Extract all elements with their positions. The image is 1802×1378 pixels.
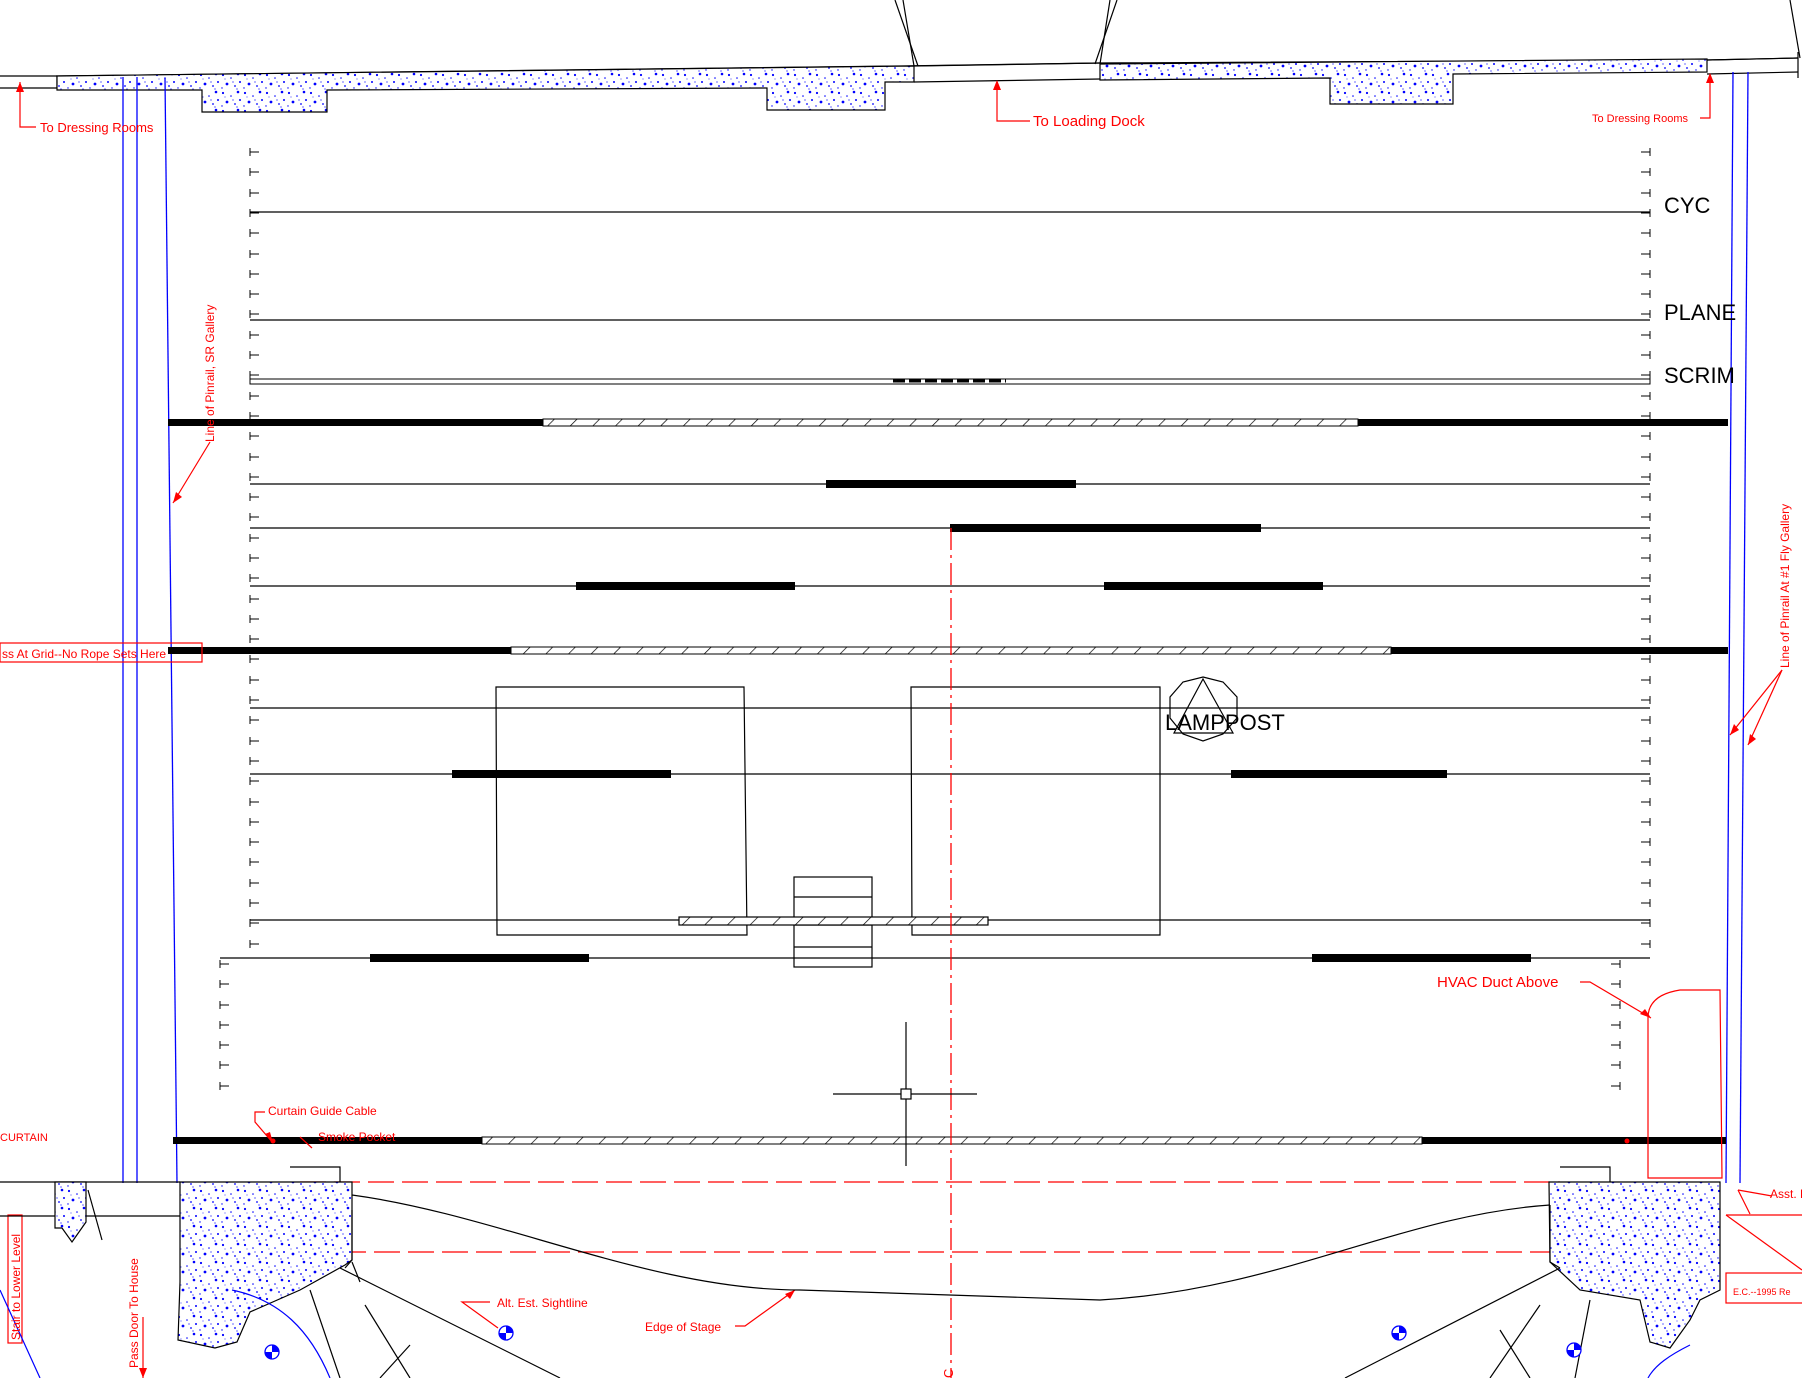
centerline-mark: C [941, 1369, 956, 1378]
lineset-tick-marks [219, 148, 1651, 1090]
scrim-pipe [249, 378, 1651, 385]
annotation-leaders [0, 75, 1802, 1378]
note-edge-of-stage: Edge of Stage [645, 1320, 721, 1334]
annotation-arrowheads [16, 73, 1756, 1378]
scrim-label: SCRIM [1664, 363, 1735, 388]
note-to-loading-dock: To Loading Dock [1033, 113, 1145, 130]
note-alt-sightline: Alt. Est. Sightline [497, 1296, 588, 1310]
note-pass-door: Pass Door To House [127, 1258, 141, 1368]
note-pinrail-sr: Line of Pinrail, SR Gallery [203, 305, 217, 442]
note-curtain: CURTAIN [0, 1132, 48, 1144]
note-pass-at-grid: ss At Grid--No Rope Sets Here [2, 647, 166, 661]
blue-sightline-curves [0, 1289, 1691, 1378]
note-ec: E.C.--1995 Re [1733, 1287, 1791, 1297]
note-to-dressing-rooms-right: To Dressing Rooms [1592, 113, 1688, 125]
cyc-label: CYC [1664, 193, 1711, 218]
side-wall-lines [122, 71, 1749, 1184]
short-masking-pieces [370, 480, 1531, 962]
note-hvac: HVAC Duct Above [1437, 974, 1558, 991]
lamppost-label: LAMPPOST [1165, 710, 1285, 735]
edge-of-stage [309, 1194, 1591, 1378]
lamppost-symbol [1169, 676, 1238, 742]
note-smoke-pocket: Smoke Pocket [318, 1130, 396, 1144]
thin-pipe-lines [220, 211, 1650, 959]
loading-door-leaves [894, 0, 1801, 67]
plane-label: PLANE [1664, 300, 1736, 325]
crosshair-cursor [833, 1022, 977, 1166]
note-stair-lower-level: Stair to Lower Level [9, 1234, 23, 1340]
upstage-wall [0, 52, 1799, 113]
note-pinrail-fly: Line of Pinrail At #1 Fly Gallery [1778, 504, 1792, 668]
note-to-dressing-rooms-left: To Dressing Rooms [40, 120, 154, 135]
sightline-markers [264, 1325, 1582, 1360]
note-curtain-guide-cable: Curtain Guide Cable [268, 1104, 377, 1118]
proscenium-dashes [300, 1181, 1560, 1253]
note-asst-equip: Asst. Equip [1770, 1187, 1802, 1201]
proscenium-walls [0, 1166, 1721, 1349]
scenic-units [495, 686, 1161, 968]
